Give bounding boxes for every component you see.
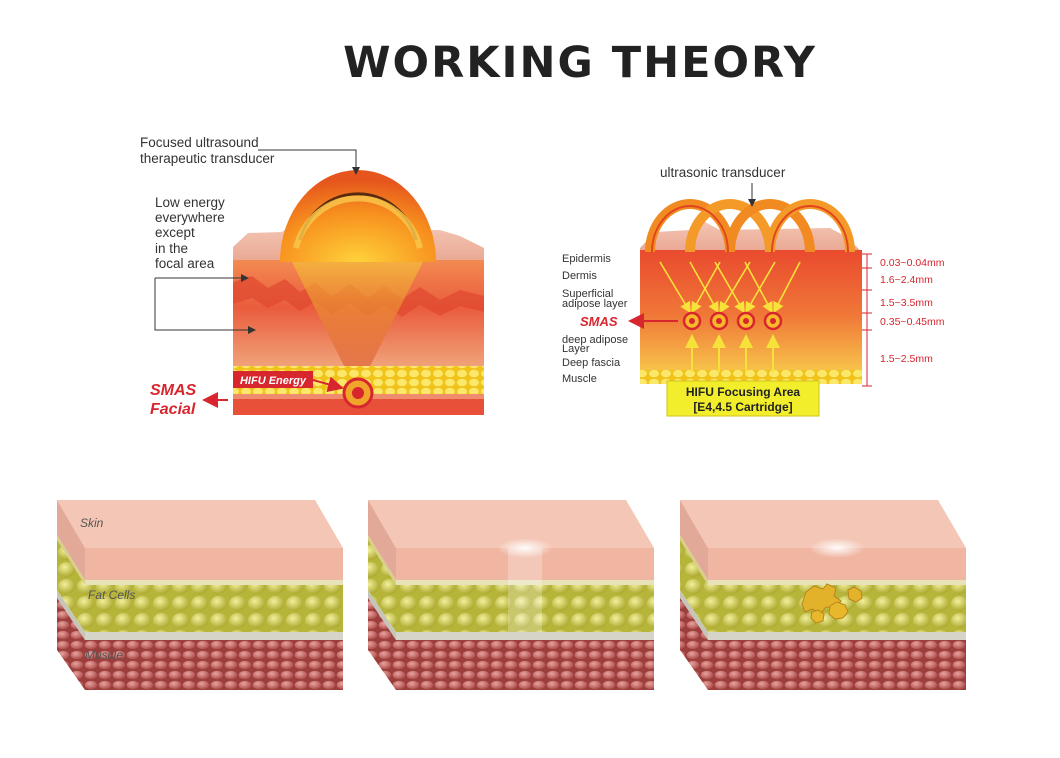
block3-ultrasound-glow xyxy=(809,538,865,558)
tissue-block-3 xyxy=(680,500,966,690)
layer-label-smas: SMAS xyxy=(580,314,618,329)
block2-muscle-layer xyxy=(396,640,654,690)
right-converging-beams xyxy=(659,261,801,314)
low-energy-line-2: everywhere xyxy=(155,210,225,225)
right-transducer-arc-3 xyxy=(725,199,815,253)
layer-label-epidermis: Epidermis xyxy=(562,253,611,265)
layer-label-deep-fascia: Deep fascia xyxy=(562,357,621,369)
layer-label-adipose: adipose layer xyxy=(562,298,628,310)
block1-fat-label: Fat Cells xyxy=(88,588,135,602)
block2-ultrasound-glow xyxy=(497,538,553,558)
depth-dermis: 1.6~2.4mm xyxy=(880,274,933,286)
depth-smas: 0.35~0.45mm xyxy=(880,316,945,328)
depth-superficial-adipose: 1.5~3.5mm xyxy=(880,297,933,309)
block3-damaged-fat-cells xyxy=(801,583,863,624)
right-upward-arrows xyxy=(685,334,780,372)
block3-muscle-layer xyxy=(708,640,966,690)
left-focus-cone xyxy=(290,258,425,382)
layer-label-dermis: Dermis xyxy=(562,270,597,282)
layer-label-muscle: Muscle xyxy=(562,373,597,385)
low-energy-line-1: Low energy xyxy=(155,195,225,210)
cartridge-label: [E4,4.5 Cartridge] xyxy=(693,400,792,414)
low-energy-line-4: in the xyxy=(155,241,188,256)
left-transducer-dome xyxy=(280,170,436,262)
tissue-block-2 xyxy=(368,500,654,690)
ultrasonic-transducer-label: ultrasonic transducer xyxy=(660,165,786,180)
block2-fat-layer xyxy=(396,585,654,632)
hifu-energy-tag xyxy=(233,371,313,388)
right-hifu-diagram: ultrasonic transducer Epidermis Dermis S… xyxy=(562,165,945,417)
depth-bracket xyxy=(862,253,872,387)
left-hifu-diagram: HIFU Energy Focused ultrasound therapeut… xyxy=(140,135,484,418)
right-tissue-block xyxy=(640,250,862,370)
low-energy-line-5: focal area xyxy=(155,256,215,271)
facial-label: Facial xyxy=(150,401,196,418)
transducer-label-2: therapeutic transducer xyxy=(140,151,275,166)
depth-deep: 1.5~2.5mm xyxy=(880,353,933,365)
layer-label-deep-adipose: deep adipose xyxy=(562,334,628,346)
tissue-block-1: Skin Fat Cells Muscle xyxy=(57,500,343,690)
block1-muscle-layer xyxy=(85,640,343,690)
hifu-focusing-area-box xyxy=(666,380,820,417)
block1-muscle-label: Muscle xyxy=(85,648,123,662)
smas-label: SMAS xyxy=(150,382,197,399)
right-transducer-arc-1 xyxy=(645,199,735,253)
transducer-label-1: Focused ultrasound xyxy=(140,135,259,150)
block1-skin-top xyxy=(57,500,343,548)
block1-skin-label: Skin xyxy=(80,516,104,530)
block2-energy-column xyxy=(508,548,542,632)
low-energy-line-3: except xyxy=(155,225,195,240)
right-focal-points xyxy=(682,311,783,331)
layer-label-superficial: Superficial xyxy=(562,288,613,300)
right-transducer-arc-2 xyxy=(685,199,775,253)
layer-label-deep-layer: Layer xyxy=(562,343,590,355)
block1-fat-layer xyxy=(85,585,343,632)
depth-epidermis: 0.03~0.04mm xyxy=(880,257,945,269)
hifu-energy-label: HIFU Energy xyxy=(240,375,307,387)
right-transducer-arc-4 xyxy=(765,199,855,253)
page-title: WORKING THEORY xyxy=(343,38,817,88)
focusing-area-label: HIFU Focusing Area xyxy=(686,385,801,399)
